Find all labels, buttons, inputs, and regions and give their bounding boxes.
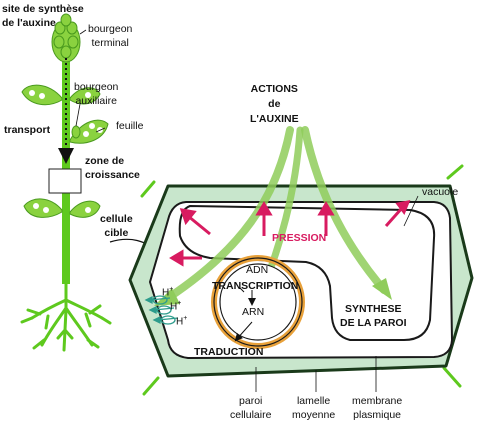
leaf-icon [21, 84, 109, 218]
rna-translation-arrow [234, 321, 253, 342]
proton-label-2: H+ [170, 300, 182, 313]
vacuole [178, 204, 436, 341]
target-cell-label: cellule cible [100, 213, 133, 239]
stem [62, 48, 70, 284]
plasma-membrane-label: membrane plasmique [352, 395, 403, 421]
leaf-label: feuille [116, 120, 144, 132]
cell-wall-label: paroi cellulaire [230, 395, 272, 421]
auxin-actions-label: ACTIONS de L'AUXINE [250, 83, 299, 125]
plant [20, 13, 164, 352]
roots [20, 278, 112, 352]
dna-label: ADN [246, 264, 269, 276]
cell [128, 126, 474, 396]
proton-label-3: H+ [176, 315, 188, 328]
wall-synthesis-label: SYNTHESE DE LA PAROI [340, 303, 407, 329]
proton-pumps [144, 295, 179, 325]
rna-label: ARN [242, 306, 265, 318]
axillary-bud-icon [71, 125, 81, 139]
nucleus [211, 255, 305, 349]
pressure-arrows [169, 199, 411, 267]
axillary-bud-label: bourgeon auxiliaire [74, 81, 119, 107]
middle-lamella-label: lamelle moyenne [292, 395, 336, 421]
growth-zone-box [48, 168, 82, 194]
translation-label: TRADUCTION [194, 346, 264, 358]
proton-label-1: H+ [162, 286, 174, 299]
pressure-label: PRESSION [272, 232, 327, 244]
transport-label: transport [4, 124, 51, 136]
growth-zone-label: zone de croissance [85, 155, 140, 181]
transcription-label: TRANSCRIPTION [212, 280, 299, 292]
synthesis-site-label: site de synthèse de l'auxine [2, 3, 84, 29]
vacuole-label: vacuole [422, 186, 459, 198]
terminal-bud-label: bourgeon terminal [88, 23, 133, 49]
terminal-bud-icon [51, 13, 81, 63]
